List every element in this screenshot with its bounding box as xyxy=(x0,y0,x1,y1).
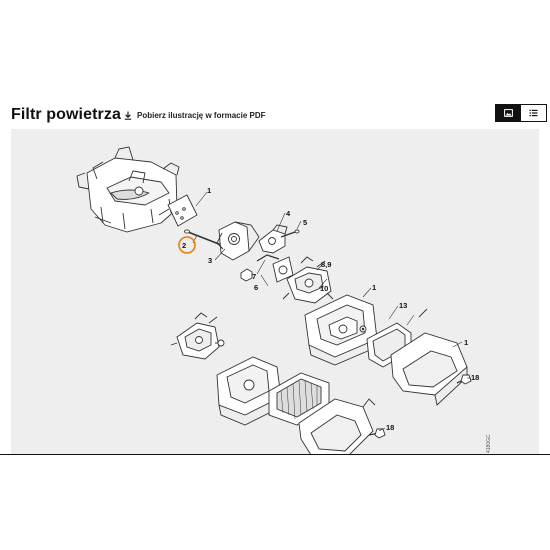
list-icon xyxy=(529,104,538,122)
engine-block xyxy=(76,146,180,233)
carburetor-lower xyxy=(170,312,225,360)
filter-cover-lower xyxy=(298,398,376,455)
callout-label[interactable]: 1 xyxy=(464,338,468,347)
callout-label[interactable]: 7 xyxy=(252,272,256,281)
callout-label[interactable]: 10 xyxy=(320,284,328,293)
callout-label[interactable]: 8,9 xyxy=(321,260,331,269)
cover-screw-upper xyxy=(456,374,472,385)
page-header: Filtr powietrza Pobierz ilustrację w for… xyxy=(11,104,547,128)
leader-lines xyxy=(192,191,471,432)
small-screw xyxy=(280,229,300,238)
callout-label[interactable]: 1 xyxy=(207,186,211,195)
intake-flange xyxy=(216,221,260,261)
callout-label[interactable]: 5 xyxy=(303,218,307,227)
callout-label[interactable]: 6 xyxy=(254,283,258,292)
nut-and-washer xyxy=(240,254,280,282)
view-toggle xyxy=(495,104,547,122)
callout-label[interactable]: 18 xyxy=(386,423,394,432)
callout-label[interactable]: 4 xyxy=(286,209,291,218)
filter-base-lower xyxy=(216,356,282,426)
image-icon xyxy=(504,104,513,122)
illustration-code: 4180GC xyxy=(486,434,492,453)
cover-screw-lower xyxy=(368,428,386,439)
image-view-button[interactable] xyxy=(496,105,521,121)
gasket xyxy=(167,194,198,227)
callout-label[interactable]: 13 xyxy=(399,301,407,310)
pleated-filter-lower xyxy=(268,372,330,426)
callout-label[interactable]: 18 xyxy=(471,373,479,382)
callout-labels: 1 2 3 4 5 6 7 8,9 10 1 13 1 18 18 xyxy=(182,186,479,432)
callout-label[interactable]: 2 xyxy=(182,241,186,250)
exploded-parts-diagram: 1 2 3 4 5 6 7 8,9 10 1 13 1 18 18 4180GC xyxy=(11,129,539,455)
bottom-divider xyxy=(0,454,550,455)
list-view-button[interactable] xyxy=(521,105,546,121)
page-title: Filtr powietrza xyxy=(11,106,121,123)
callout-2-highlight[interactable] xyxy=(178,236,196,254)
carburetor-upper xyxy=(282,256,334,304)
download-pdf-label: Pobierz ilustrację w formacie PDF xyxy=(137,111,266,120)
download-pdf-link[interactable]: Pobierz ilustrację w formacie PDF xyxy=(124,111,265,120)
callout-label[interactable]: 3 xyxy=(208,256,212,265)
clamp-fitting xyxy=(258,224,288,254)
download-icon xyxy=(124,111,132,120)
diagram-canvas: 1 2 3 4 5 6 7 8,9 10 1 13 1 18 18 4180GC xyxy=(76,146,492,455)
callout-label[interactable]: 1 xyxy=(372,283,376,292)
filter-cover-upper xyxy=(390,308,468,406)
